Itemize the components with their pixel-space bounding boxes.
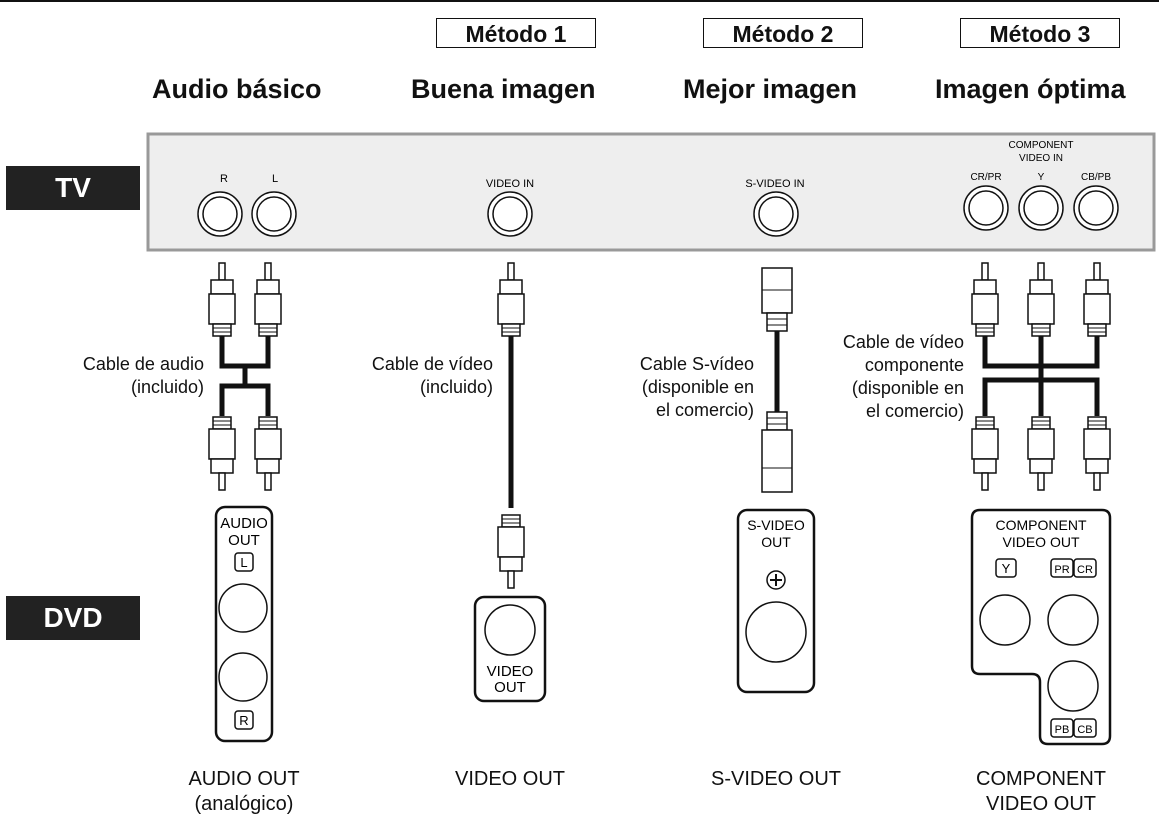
video-plug-bottom [497, 514, 525, 589]
dvd-audio-l-jack [218, 583, 268, 633]
bottom-label-audio-out: AUDIO OUT (analógico) [144, 767, 344, 817]
dvd-video-out-jack [484, 604, 536, 656]
video-cable-label-line-2: (incluido) [419, 377, 493, 397]
svideo-plug-top [761, 267, 793, 332]
tv-svideo-in-jack [753, 191, 799, 237]
component-cable-label-line-1: Cable de vídeo [842, 332, 964, 352]
audio-plug-top-l [254, 262, 282, 337]
svideo-cable-label-line-1: Cable S-vídeo [639, 354, 754, 374]
audio-plug-bottom-l [208, 416, 236, 491]
method-2-box: Método 2 [703, 18, 863, 48]
tv-audio-l-label: L [272, 173, 278, 185]
svideo-plug-bottom [761, 411, 793, 493]
tv-component-label-2: VIDEO IN [1019, 153, 1063, 164]
video-cable-label: Cable de vídeo (incluido) [335, 353, 493, 399]
bottom-label-component-out: COMPONENT VIDEO OUT [941, 767, 1141, 817]
bottom-label-component-out-line-2: VIDEO OUT [985, 793, 1096, 815]
svideo-cable-label-line-2: (disponible en [641, 377, 754, 397]
bottom-label-audio-out-line-1: AUDIO OUT [188, 768, 300, 790]
svideo-cable-label: Cable S-vídeo (disponible en el comercio… [600, 353, 754, 422]
audio-cable-label-line-1: Cable de audio [82, 354, 204, 374]
dvd-audio-r-jack [218, 652, 268, 702]
heading-good-picture: Buena imagen [411, 74, 596, 104]
tv-label: TV [6, 166, 140, 210]
dvd-comp-cr-label: CR [1077, 564, 1093, 576]
dvd-comp-y-jack [979, 594, 1031, 646]
bottom-label-video-out: VIDEO OUT [410, 767, 610, 792]
dvd-svideo-out-label-1: S-VIDEO [747, 517, 805, 533]
dvd-audio-l-badge [234, 552, 254, 572]
audio-cable-label: Cable de audio (incluido) [50, 353, 204, 399]
dvd-video-out-label-1: VIDEO [487, 663, 534, 680]
dvd-comp-cb-label: CB [1077, 724, 1092, 736]
dvd-audio-out-label-1: AUDIO [220, 515, 268, 532]
component-cable-label-line-3: (disponible en [851, 378, 964, 398]
component-plug-top-cb [1083, 262, 1111, 337]
bottom-label-component-out-line-1: COMPONENT [976, 768, 1106, 790]
method-1-box: Método 1 [436, 18, 596, 48]
svideo-cable-label-line-3: el comercio) [655, 400, 754, 420]
heading-better-picture: Mejor imagen [683, 74, 858, 104]
dvd-comp-pb-badge [1050, 718, 1074, 738]
video-cable-label-line-1: Cable de vídeo [371, 354, 493, 374]
dvd-label: DVD [6, 596, 140, 640]
component-cable-label-line-2: componente [864, 355, 964, 375]
dvd-comp-cb-badge [1073, 718, 1097, 738]
dvd-comp-y-label: Y [1002, 561, 1011, 576]
method-3-box: Método 3 [960, 18, 1120, 48]
dvd-svideo-out-jack [745, 601, 807, 663]
component-cable-label: Cable de vídeo componente (disponible en… [810, 331, 964, 423]
audio-plug-top-r [208, 262, 236, 337]
dvd-comp-pb-jack [1047, 660, 1099, 712]
component-plug-bottom-pr [1083, 416, 1111, 491]
component-plug-bottom-y [971, 416, 999, 491]
heading-basic-audio: Audio básico [152, 74, 322, 104]
dvd-comp-pr-jack [1047, 594, 1099, 646]
tv-cb-pb-jack [1073, 185, 1119, 231]
tv-video-in-label: VIDEO IN [486, 178, 534, 190]
dvd-comp-cr-badge [1073, 558, 1097, 578]
dvd-comp-pb-label: PB [1055, 724, 1070, 736]
tv-cb-pb-label: CB/PB [1081, 172, 1111, 183]
audio-cable [219, 336, 271, 416]
dvd-audio-r-badge [234, 710, 254, 730]
tv-audio-l-jack [251, 191, 297, 237]
tv-back-panel [146, 132, 1156, 252]
dvd-audio-out-label-2: OUT [228, 532, 260, 549]
tv-svideo-in-label: S-VIDEO IN [745, 178, 804, 190]
tv-video-in-jack [487, 191, 533, 237]
component-cable-label-line-4: el comercio) [865, 401, 964, 421]
dvd-comp-pr-label: PR [1054, 564, 1069, 576]
audio-cable-label-line-2: (incluido) [130, 377, 204, 397]
component-plug-top-cr [971, 262, 999, 337]
dvd-comp-y-badge [995, 558, 1017, 578]
dvd-component-label-2: VIDEO OUT [1002, 534, 1079, 550]
dvd-svideo-out-label-2: OUT [761, 534, 791, 550]
dvd-video-out-label-2: OUT [494, 679, 526, 696]
bottom-label-svideo-out: S-VIDEO OUT [676, 767, 876, 792]
tv-audio-r-label: R [220, 173, 228, 185]
tv-y-label: Y [1038, 172, 1045, 183]
top-rule [0, 0, 1159, 2]
tv-cr-pr-label: CR/PR [970, 172, 1001, 183]
dvd-svideo-symbol-icon [766, 570, 786, 590]
tv-component-label-1: COMPONENT [1009, 140, 1074, 151]
bottom-label-video-out-line-1: VIDEO OUT [454, 768, 565, 790]
dvd-component-label-1: COMPONENT [996, 517, 1087, 533]
dvd-comp-pr-badge [1050, 558, 1074, 578]
component-plug-bottom-pb [1027, 416, 1055, 491]
dvd-audio-l-label: L [240, 555, 247, 570]
component-plug-top-y [1027, 262, 1055, 337]
component-cable [982, 336, 1100, 416]
dvd-audio-r-label: R [239, 713, 248, 728]
tv-audio-r-jack [197, 191, 243, 237]
video-plug-top [497, 262, 525, 337]
bottom-label-audio-out-line-2: (analógico) [194, 793, 294, 815]
tv-cr-pr-jack [963, 185, 1009, 231]
heading-best-picture: Imagen óptima [935, 74, 1126, 104]
bottom-label-svideo-out-line-1: S-VIDEO OUT [710, 768, 841, 790]
audio-plug-bottom-r [254, 416, 282, 491]
tv-y-jack [1018, 185, 1064, 231]
